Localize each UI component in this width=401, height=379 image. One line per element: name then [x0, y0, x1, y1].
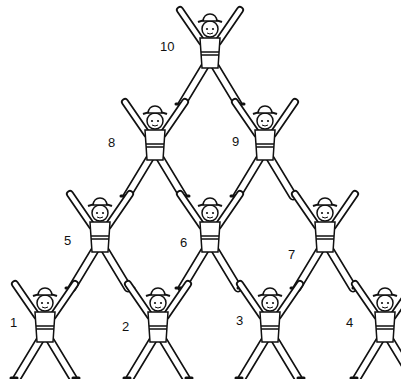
callout-number: 3	[236, 314, 243, 327]
callout-number: 4	[346, 316, 353, 329]
acrobat-figure	[291, 194, 359, 288]
acrobat-figure	[351, 284, 401, 378]
callout-number: 1	[10, 316, 17, 329]
acrobat-figure	[11, 284, 79, 378]
acrobat-figure	[236, 284, 304, 378]
callout-number: 5	[64, 234, 71, 247]
acrobat-figure	[176, 10, 244, 104]
acrobat-figure	[231, 102, 299, 196]
callout-number: 8	[108, 136, 115, 149]
acrobat-figure	[66, 194, 134, 288]
callout-number: 10	[160, 40, 174, 53]
acrobat-figure	[121, 102, 189, 196]
callout-number: 2	[122, 320, 129, 333]
callout-number: 6	[180, 236, 187, 249]
acrobat-figure	[176, 194, 244, 288]
callout-number: 7	[288, 248, 295, 261]
callout-number: 9	[232, 135, 239, 148]
acrobat-figure	[124, 284, 192, 378]
